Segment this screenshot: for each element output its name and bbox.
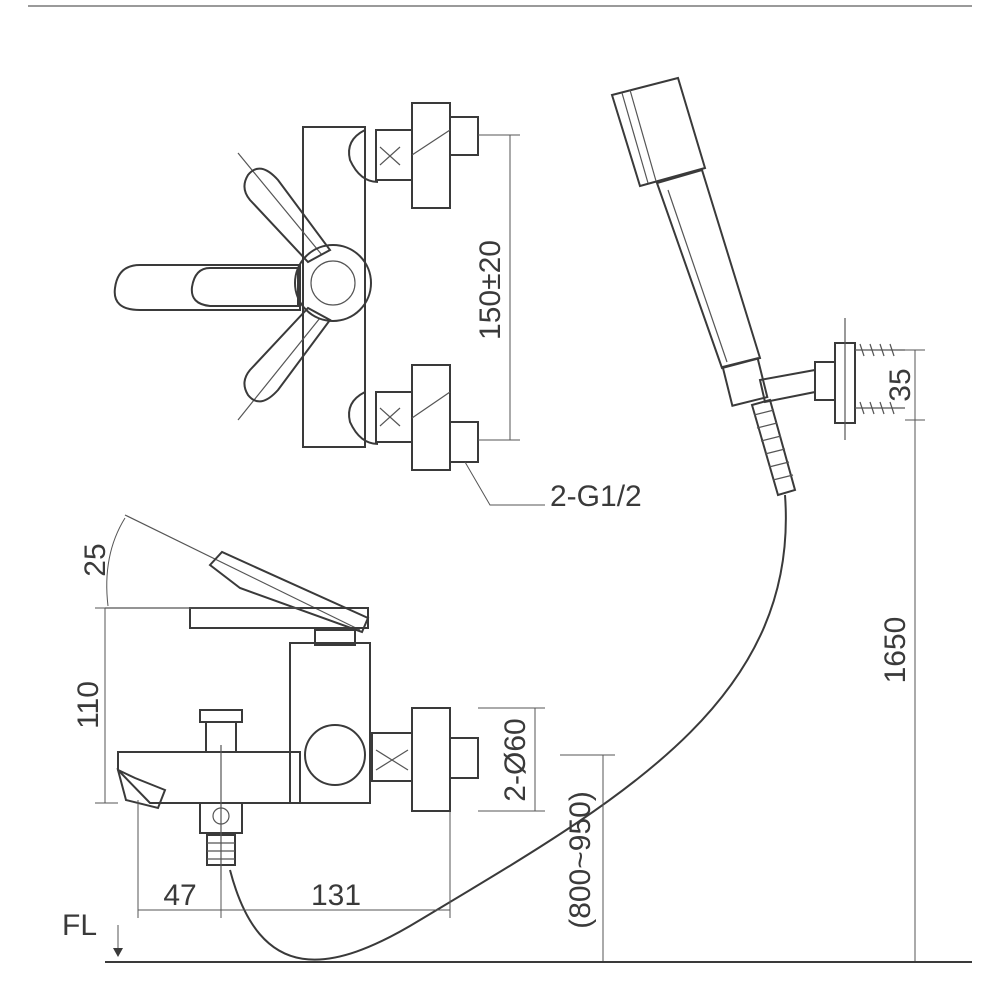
mount-height-label: (800~950): [564, 791, 597, 929]
spout-offset-label: 47: [163, 879, 196, 912]
escutcheon-label: 2-Ø60: [499, 718, 532, 801]
dimension-body-height: 110: [72, 607, 118, 804]
side-view: [105, 514, 479, 880]
floor-label: FL: [62, 909, 97, 942]
top-view: [113, 102, 545, 506]
floor-line: FL: [62, 909, 972, 963]
dimension-handle-angle: 25: [79, 517, 126, 607]
dimension-holder-height: 1650: [879, 420, 916, 962]
dimension-mount-height: (800~950): [560, 754, 615, 962]
dimension-horizontal: 47 131: [137, 800, 451, 918]
shower-hose: [229, 494, 787, 961]
holder-spacing-label: 35: [884, 368, 917, 401]
dimension-escutcheon: 2-Ø60: [478, 707, 545, 812]
shower-holder: [758, 318, 905, 440]
body-height-label: 110: [72, 681, 105, 729]
inlet-spacing-label: 150±20: [474, 240, 507, 340]
dimension-holder-spacing: 35: [884, 349, 925, 421]
handle-angle-label: 25: [79, 543, 112, 576]
inlet-thread-label: 2-G1/2: [550, 480, 642, 513]
hand-shower: [610, 76, 797, 497]
dimension-inlet-spacing: 150±20: [474, 134, 520, 441]
body-depth-label: 131: [311, 879, 361, 912]
holder-height-label: 1650: [879, 617, 912, 684]
